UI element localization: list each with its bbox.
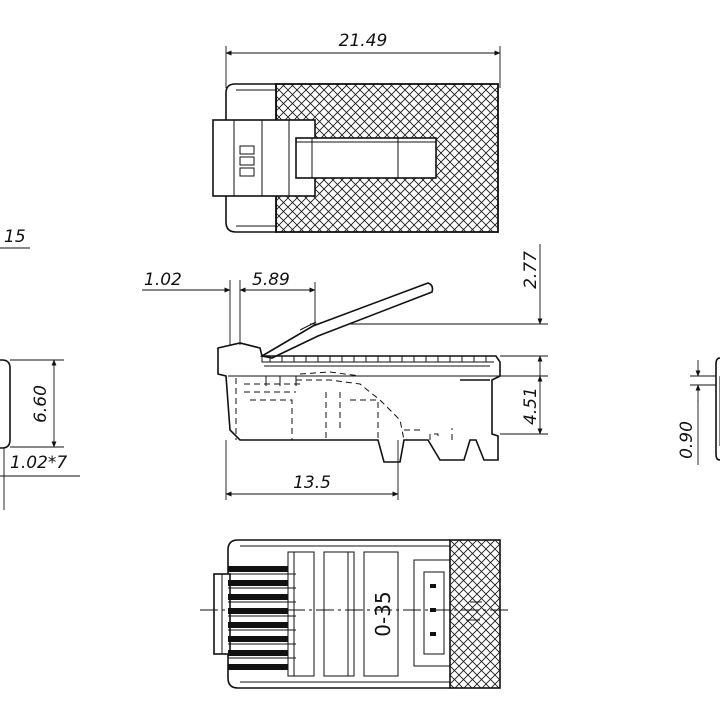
bottom-view: 0-35	[200, 539, 510, 689]
contact-blades	[228, 566, 296, 670]
dim-label-top-width: 21.49	[339, 31, 388, 51]
dim-tab-offset: 1.02	[142, 270, 241, 345]
side-view: 1.02 5.89 2.77 4.51 13.5	[142, 244, 548, 500]
left-end-view: 15 6.60 1.02*7	[0, 227, 80, 510]
dim-latch-span: 5.89	[239, 270, 316, 322]
dim-label-partial-left: 15	[4, 227, 26, 247]
dim-label-latch-span: 5.89	[252, 270, 290, 290]
dim-top-width: 21.49	[225, 31, 501, 88]
dim-label-contact-pitch: 1.02*7	[10, 453, 67, 473]
dim-label-latch-height: 2.77	[521, 251, 541, 289]
dim-label-contact-depth: 4.51	[521, 387, 541, 425]
dim-label-body-length: 13.5	[293, 473, 331, 493]
dim-label-end-height: 6.60	[31, 385, 51, 423]
dim-latch-height: 2.77	[310, 244, 548, 376]
rating-label: 0-35	[371, 591, 395, 636]
dim-label-tab-offset: 1.02	[144, 270, 182, 290]
dim-contact-depth: 4.51	[500, 375, 548, 435]
dim-body-length: 13.5	[225, 440, 399, 500]
dim-label-blade-thickness: 0.90	[677, 421, 697, 459]
right-end-view: 0.90	[677, 357, 720, 465]
top-view: 21.49	[212, 31, 501, 233]
